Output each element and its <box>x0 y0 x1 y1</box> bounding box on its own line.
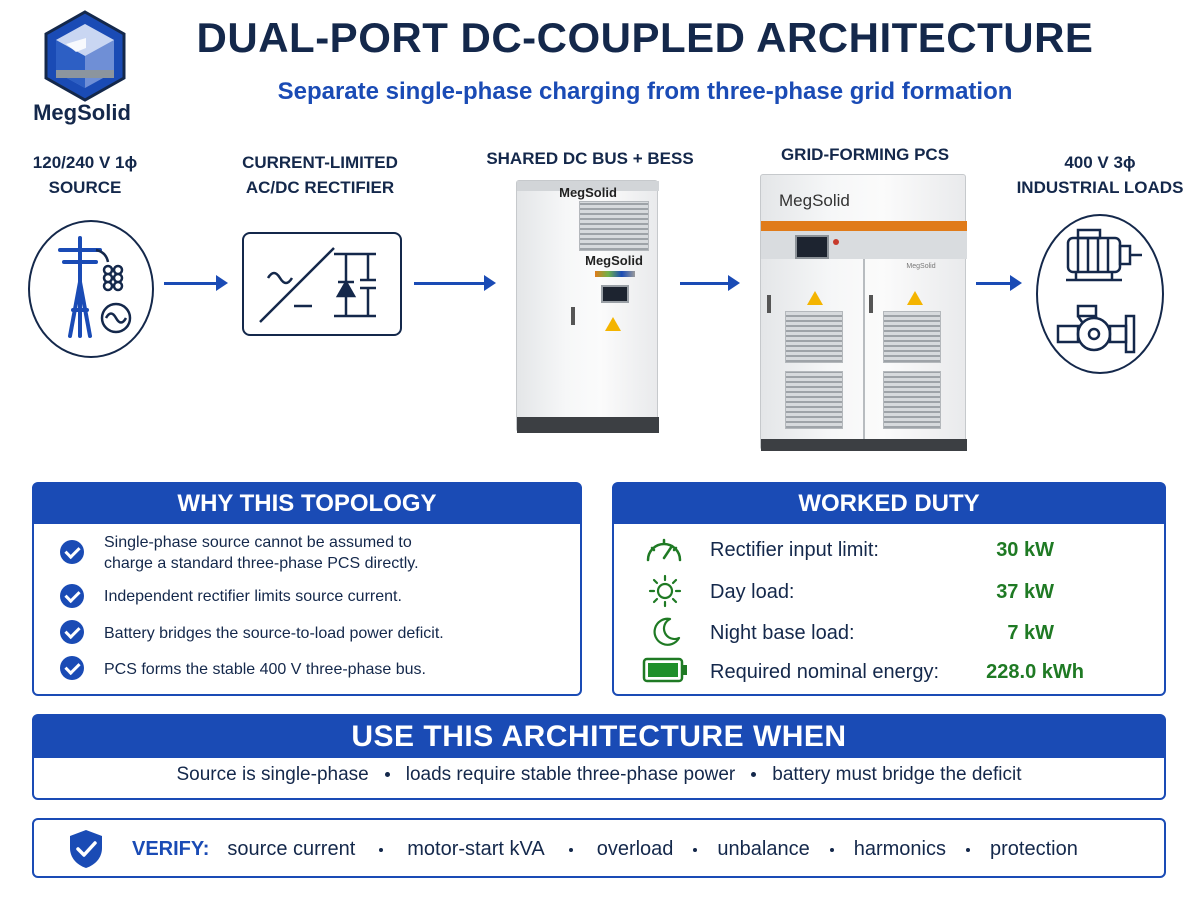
duty-row-2-label: Day load: <box>710 581 795 603</box>
pcs-cabinet: MegSolid MegSolid <box>760 174 967 451</box>
separator-dot <box>829 847 834 852</box>
separator-dot <box>966 847 970 852</box>
pcs-brand-small: MegSolid <box>906 263 936 270</box>
duty-row-2-value: 37 kW <box>996 581 1054 603</box>
rectifier-box <box>242 232 402 336</box>
battery-icon <box>642 657 687 683</box>
sun-icon <box>648 574 682 608</box>
duty-row-3-value: 7 kW <box>1007 622 1054 644</box>
pcs-plinth <box>761 439 967 451</box>
bess-vent-grille <box>579 201 649 251</box>
check-icon <box>60 620 84 644</box>
duty-row-3-label: Night base load: <box>710 622 855 644</box>
verify-label: VERIFY: <box>132 838 210 860</box>
verify-item-3: overload <box>596 838 674 860</box>
why-panel: WHY THIS TOPOLOGY Single-phase source ca… <box>32 482 582 696</box>
pcs-vent-grille-3 <box>785 371 843 429</box>
pcs-vent-grille-1 <box>785 311 843 363</box>
loads-circle <box>1036 214 1164 374</box>
why-item-4: PCS forms the stable 400 V three-phase b… <box>104 661 426 678</box>
use-when-item-2: loads require stable three-phase power <box>405 764 736 785</box>
verify-item-5: harmonics <box>853 838 946 860</box>
bess-plinth <box>517 417 659 433</box>
pcs-stop-button <box>833 239 839 245</box>
duty-row-1-value: 30 kW <box>996 539 1054 561</box>
brand-name: MegSolid <box>33 100 131 125</box>
pcs-vent-grille-2 <box>883 311 941 363</box>
separator-dot <box>568 847 573 852</box>
separator-dot <box>379 847 384 852</box>
pcs-door-seam <box>863 259 865 439</box>
loads-label-line1: 400 V 3ϕ <box>1064 153 1136 172</box>
flow-arrow-2 <box>414 275 496 291</box>
bess-label: SHARED DC BUS + BESS <box>486 149 694 168</box>
use-when-item-3: battery must bridge the deficit <box>772 764 1022 785</box>
rectifier-label-line2: AC/DC RECTIFIER <box>245 178 395 197</box>
bess-warning-icon <box>605 317 621 331</box>
verify-item-1: source current <box>227 838 356 860</box>
duty-row-1-label: Rectifier input limit: <box>710 539 879 561</box>
separator-dot <box>384 772 390 778</box>
separator-dot <box>751 772 757 778</box>
page-title: DUAL-PORT DC-COUPLED ARCHITECTURE <box>196 14 1094 61</box>
source-label-line2: SOURCE <box>48 178 122 197</box>
source-circle <box>28 220 154 358</box>
bess-status-lights <box>595 271 635 277</box>
pcs-warning-icon-right <box>907 291 923 305</box>
pcs-brand: MegSolid <box>779 191 850 210</box>
why-item-3: Battery bridges the source-to-load power… <box>104 625 444 642</box>
loads-label: 400 V 3ϕ INDUSTRIAL LOADS <box>1000 150 1200 200</box>
verify-item-4: unbalance <box>717 838 810 860</box>
why-item-2: Independent rectifier limits source curr… <box>104 588 402 605</box>
use-when-conditions: Source is single-phase loads require stab… <box>34 764 1164 786</box>
shield-check-icon <box>70 830 102 868</box>
use-when-title: USE THIS ARCHITECTURE WHEN <box>34 716 1164 758</box>
duty-row-4-label: Required nominal energy: <box>710 661 940 683</box>
pcs-display-screen <box>795 235 829 259</box>
source-label-line1: 120/240 V 1ϕ <box>32 153 138 172</box>
pcs-vent-grille-4 <box>883 371 941 429</box>
rectifier-symbol-icon <box>259 247 376 323</box>
use-when-item-1: Source is single-phase <box>176 764 369 785</box>
verify-panel: VERIFY: source current motor-start kVA over… <box>32 818 1166 878</box>
duty-panel: WORKED DUTY Rectifier input limit: 30 kW… <box>612 482 1166 696</box>
bess-display-screen <box>601 285 629 303</box>
duty-panel-title: WORKED DUTY <box>614 484 1164 524</box>
duty-row-4-value: 228.0 kWh <box>986 661 1084 683</box>
bess-door-handle <box>571 307 575 325</box>
verify-list: VERIFY: source current motor-start kVA over… <box>132 838 1162 861</box>
source-label: 120/240 V 1ϕ SOURCE <box>10 150 160 200</box>
loads-label-line2: INDUSTRIAL LOADS <box>1016 178 1184 197</box>
use-when-panel: USE THIS ARCHITECTURE WHEN Source is sin… <box>32 714 1166 800</box>
rectifier-label: CURRENT-LIMITED AC/DC RECTIFIER <box>220 150 420 200</box>
gauge-icon <box>646 538 682 562</box>
brand-logo <box>20 8 150 132</box>
pcs-warning-icon-left <box>807 291 823 305</box>
flow-arrow-3 <box>680 275 740 291</box>
check-icon <box>60 656 84 680</box>
bess-cabinet: MegSolid MegSolid <box>516 180 659 433</box>
separator-dot <box>693 847 698 852</box>
pcs-orange-stripe <box>761 221 967 231</box>
why-panel-title: WHY THIS TOPOLOGY <box>34 484 580 524</box>
bess-brand-top: MegSolid <box>559 185 617 200</box>
flow-arrow-4 <box>976 275 1022 291</box>
verify-item-6: protection <box>990 838 1078 860</box>
rectifier-label-line1: CURRENT-LIMITED <box>242 153 398 172</box>
bess-brand-mid: MegSolid <box>585 253 643 268</box>
flow-arrow-1 <box>164 275 228 291</box>
page-subtitle: Separate single-phase charging from thre… <box>277 78 1013 105</box>
moon-icon <box>653 617 681 646</box>
why-item-1: Single-phase source cannot be assumed to… <box>104 534 419 572</box>
motor-icon <box>1066 228 1142 282</box>
pcs-label: GRID-FORMING PCS <box>780 145 950 164</box>
check-icon <box>60 584 84 608</box>
utility-pole-icon <box>58 236 132 338</box>
pump-icon <box>1056 304 1136 354</box>
verify-item-2: motor-start kVA <box>407 838 545 860</box>
check-icon <box>60 540 84 564</box>
